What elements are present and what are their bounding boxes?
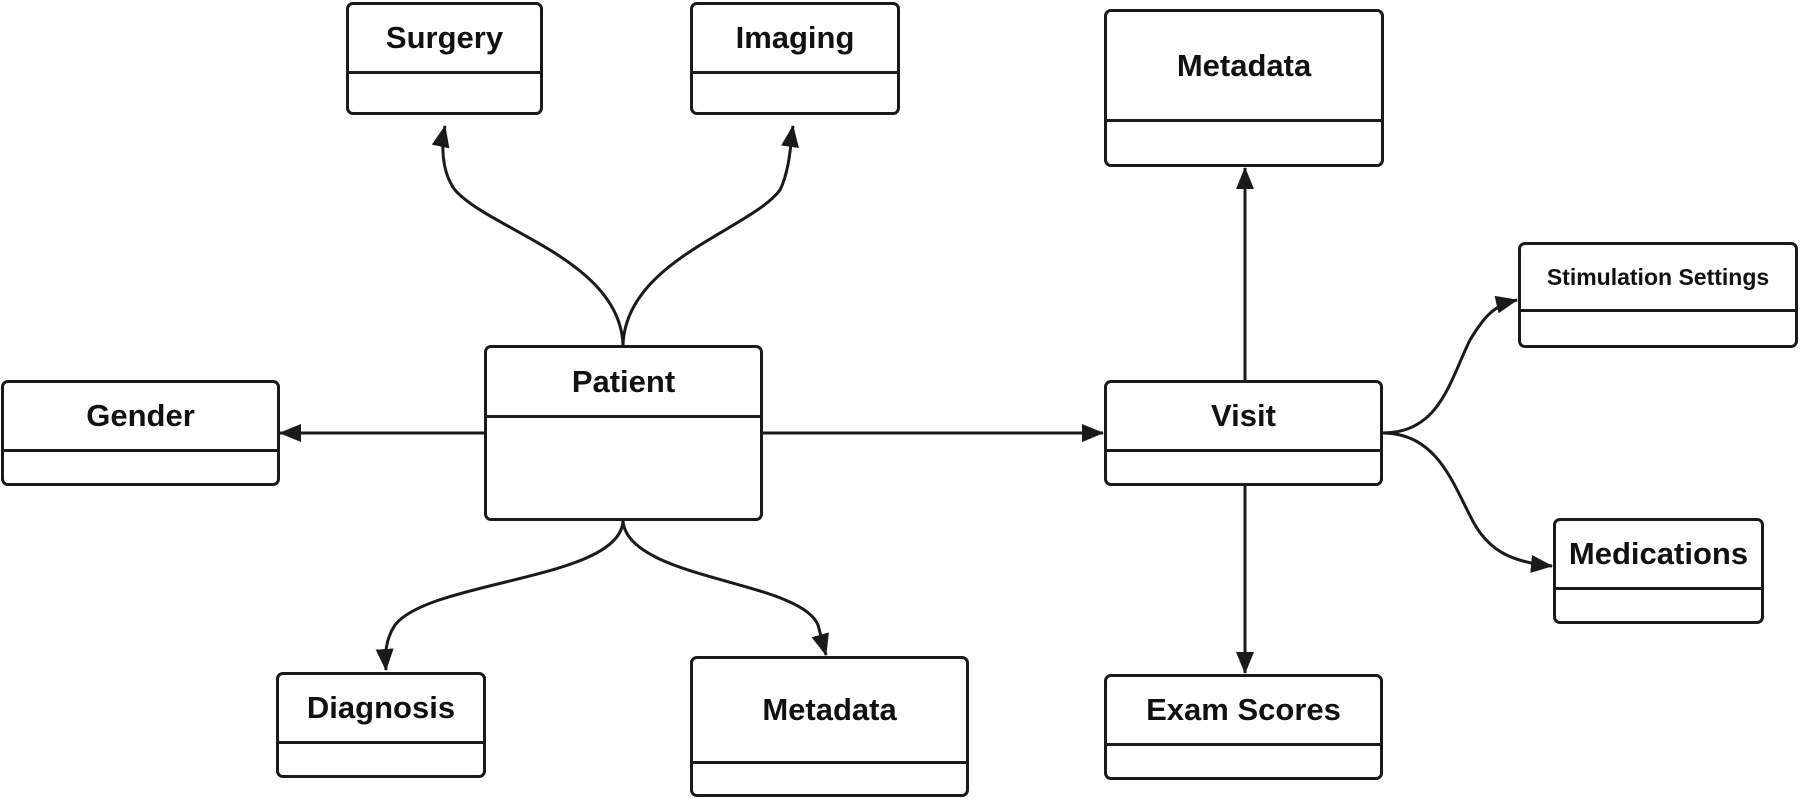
node-diagnosis-body <box>279 744 483 775</box>
node-medications-body <box>1556 590 1761 621</box>
node-exam-scores-label: Exam Scores <box>1107 677 1380 746</box>
node-patient[interactable]: Patient <box>484 345 763 521</box>
node-imaging-label: Imaging <box>693 5 897 74</box>
node-diagnosis[interactable]: Diagnosis <box>276 672 486 778</box>
edge-visit-stimulation-settings <box>1382 295 1518 435</box>
node-medications-label: Medications <box>1556 521 1761 590</box>
edge-patient-diagnosis <box>375 520 625 671</box>
edge-patient-surgery <box>431 125 625 346</box>
node-metadata-bottom-label: Metadata <box>693 659 966 764</box>
node-visit[interactable]: Visit <box>1104 380 1383 486</box>
node-patient-label: Patient <box>487 348 760 418</box>
node-imaging[interactable]: Imaging <box>690 2 900 115</box>
node-exam-scores-body <box>1107 746 1380 777</box>
node-visit-label: Visit <box>1107 383 1380 452</box>
node-stimulation-settings-label: Stimulation Settings <box>1521 245 1795 312</box>
node-imaging-body <box>693 74 897 112</box>
node-patient-body <box>487 418 760 518</box>
node-gender[interactable]: Gender <box>1 380 280 486</box>
node-gender-body <box>4 452 277 483</box>
node-stimulation-settings[interactable]: Stimulation Settings <box>1518 242 1798 348</box>
node-visit-body <box>1107 452 1380 483</box>
edge-patient-metadata-bottom <box>621 520 829 656</box>
node-diagnosis-label: Diagnosis <box>279 675 483 744</box>
node-gender-label: Gender <box>4 383 277 452</box>
node-surgery[interactable]: Surgery <box>346 2 543 115</box>
node-metadata-top-label: Metadata <box>1107 12 1381 122</box>
node-surgery-body <box>349 74 540 112</box>
node-medications[interactable]: Medications <box>1553 518 1764 624</box>
node-exam-scores[interactable]: Exam Scores <box>1104 674 1383 780</box>
edge-visit-medications <box>1382 431 1553 573</box>
node-metadata-top[interactable]: Metadata <box>1104 9 1384 167</box>
edge-patient-imaging <box>621 125 799 346</box>
node-stimulation-settings-body <box>1521 312 1795 345</box>
node-metadata-bottom[interactable]: Metadata <box>690 656 969 797</box>
node-metadata-top-body <box>1107 122 1381 164</box>
node-surgery-label: Surgery <box>349 5 540 74</box>
node-metadata-bottom-body <box>693 764 966 794</box>
